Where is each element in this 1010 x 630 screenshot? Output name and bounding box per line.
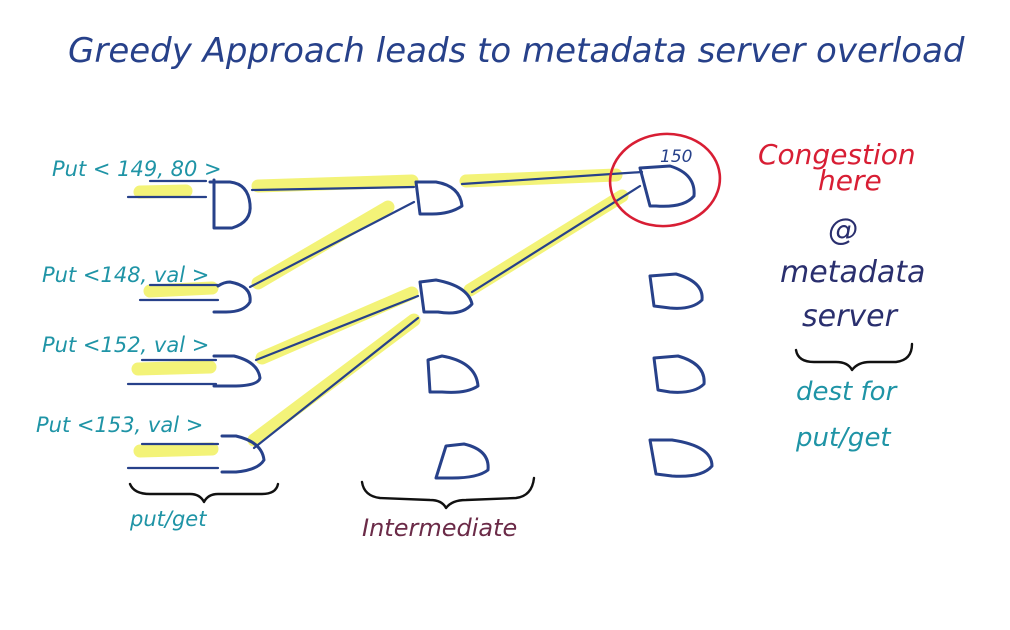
put-node-2 [212, 280, 252, 314]
put-label-1: Put < 149, 80 > [52, 157, 222, 181]
line-put1-to-hop [250, 185, 416, 192]
put-node-1 [208, 178, 252, 230]
dest-node-4 [648, 438, 714, 478]
dest-node-3 [652, 354, 706, 394]
target-node-150 [638, 164, 696, 208]
dest-label-line2: put/get [795, 423, 891, 453]
server-label-line2: server [802, 299, 899, 334]
target-id-label: 150 [660, 147, 692, 167]
group-label-putget: put/get [129, 507, 207, 531]
highlight-paths [131, 168, 629, 458]
line-mid-to-target [470, 184, 642, 294]
dest-node-2 [648, 272, 704, 310]
intermediate-node-4 [434, 442, 490, 480]
put-label-3: Put <152, val > [42, 333, 209, 357]
congestion-label-line2: here [818, 164, 882, 197]
brace-server [794, 342, 914, 372]
highlight-put1-input [133, 184, 193, 199]
group-label-intermediate: Intermediate [362, 514, 517, 542]
line-put4-to-mid [252, 316, 420, 450]
brace-putget [128, 482, 280, 504]
highlight-put3-input [131, 360, 217, 376]
congestion-circle [608, 132, 722, 228]
highlight-put4-input [133, 442, 219, 458]
server-label-line1: metadata [780, 255, 925, 290]
put-label-4: Put <153, val > [36, 413, 203, 437]
intermediate-node-2 [418, 278, 474, 315]
put-node-4 [220, 434, 266, 474]
congestion-label-line1: Congestion [758, 138, 916, 171]
line-put2-to-hop [248, 200, 416, 289]
put-label-2: Put <148, val > [42, 263, 209, 287]
brace-intermediate [360, 476, 536, 510]
highlight-put1-to-hop [251, 174, 419, 193]
connection-lines [126, 170, 644, 470]
dest-label-line1: dest for [796, 377, 899, 407]
highlight-put4-to-mid [247, 313, 421, 447]
highlight-put2-diagonal [251, 200, 395, 290]
braces [128, 342, 914, 510]
intermediate-node-1 [414, 180, 464, 216]
line-put3-to-mid [254, 294, 420, 362]
nodes [208, 164, 714, 480]
highlight-mid-to-target [463, 189, 629, 297]
page-title: Greedy Approach leads to metadata server… [68, 31, 965, 71]
put-node-3 [212, 354, 262, 388]
highlight-put2-input [143, 281, 219, 298]
intermediate-node-3 [426, 354, 480, 394]
server-at-symbol: @ [828, 213, 858, 248]
